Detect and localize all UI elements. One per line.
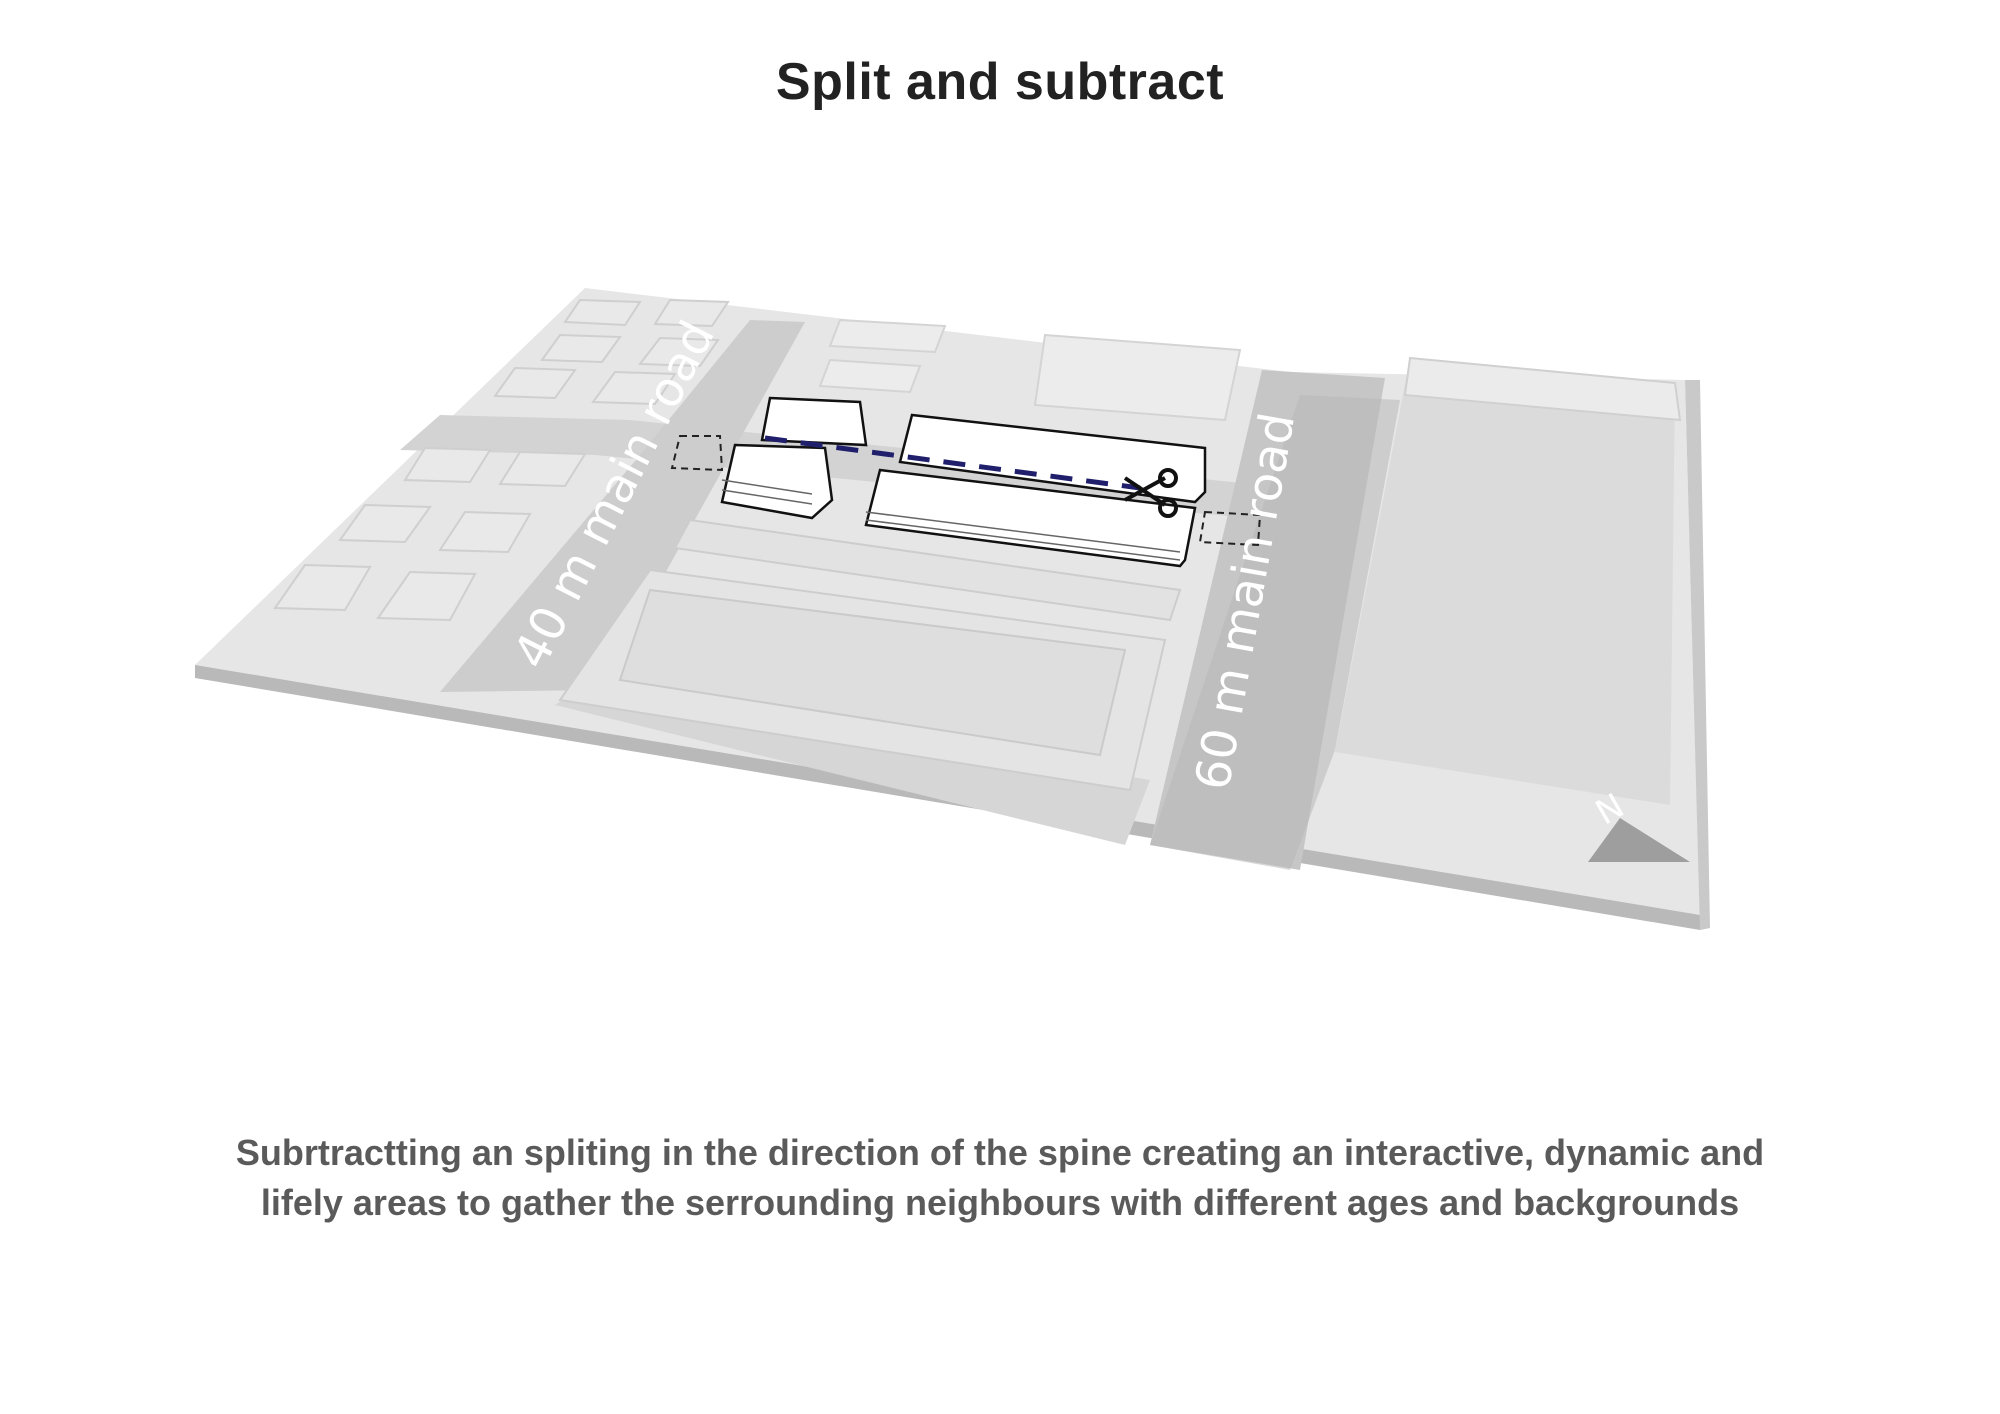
split-buildings (720, 396, 1207, 568)
scissors-icon (1123, 468, 1178, 518)
context-blocks-upper (818, 318, 1242, 422)
diagram-title: Split and subtract (775, 53, 1225, 111)
diagram-caption: Subrtractting an spliting in the directi… (180, 1128, 1820, 1228)
caption-line-2: lifely areas to gather the serrounding n… (260, 1182, 1740, 1223)
central-lower-block (558, 518, 1182, 792)
subtract-markers (670, 435, 1262, 547)
caption-line-1: Subrtractting an spliting in the directi… (235, 1132, 1765, 1173)
right-tall-block (1150, 356, 1682, 870)
split-line (764, 435, 1141, 491)
left-housing-blocks (273, 298, 730, 622)
